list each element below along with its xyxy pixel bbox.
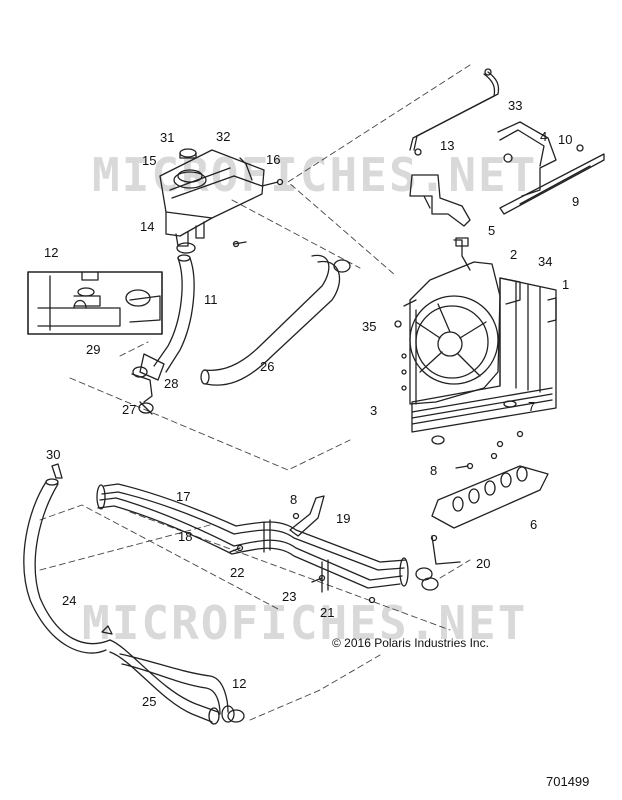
- part-8-bolt-upper: [455, 462, 474, 470]
- part-7-grommet: [503, 400, 517, 408]
- callout-2: 2: [510, 247, 518, 262]
- callout-19: 19: [336, 511, 351, 526]
- callout-13: 13: [440, 138, 455, 153]
- callout-23: 23: [282, 589, 297, 604]
- callout-27: 27: [122, 402, 137, 417]
- callout-29: 29: [86, 342, 101, 357]
- callout-21: 21: [320, 605, 335, 620]
- callout-30: 30: [46, 447, 61, 462]
- part-22-bolt: [229, 544, 244, 553]
- part-2-fan-assembly: [401, 237, 501, 405]
- callout-34: 34: [538, 254, 553, 269]
- part-11-hose: [153, 254, 195, 373]
- part-27-clamp: [138, 401, 154, 415]
- part-25-hose: [109, 639, 235, 725]
- part-34-mount: [499, 277, 521, 305]
- part-35-bolt: [394, 320, 402, 328]
- callout-15: 15: [142, 153, 157, 168]
- callout-31: 31: [160, 130, 175, 145]
- callout-26: 26: [260, 359, 275, 374]
- callout-18: 18: [178, 529, 193, 544]
- callout-4: 4: [540, 129, 548, 144]
- callout-28: 28: [164, 376, 179, 391]
- hose-clamp: [176, 242, 196, 254]
- part-10-bolt: [576, 144, 584, 152]
- callout-32: 32: [216, 129, 231, 144]
- callout-8-upper: 8: [290, 492, 298, 507]
- callout-9: 9: [572, 194, 580, 209]
- part-4-bracket: [497, 121, 557, 197]
- copyright-notice: © 2016 Polaris Industries Inc.: [332, 636, 489, 650]
- callout-14: 14: [140, 219, 155, 234]
- callout-17: 17: [176, 489, 191, 504]
- part-16-bolt: [261, 178, 284, 187]
- document-number: 701499: [546, 774, 590, 789]
- callout-12-lower: 12: [232, 676, 247, 691]
- callout-8-lower: 8: [430, 463, 438, 478]
- callout-6: 6: [530, 517, 538, 532]
- callout-7: 7: [528, 399, 536, 414]
- part-9-panel: [499, 153, 605, 215]
- part-24-hose: [23, 478, 111, 654]
- callout-11: 11: [204, 292, 218, 307]
- part-1-radiator: [411, 277, 557, 445]
- callout-25: 25: [142, 694, 157, 709]
- part-19-bracket: [289, 495, 325, 537]
- callout-35: 35: [362, 319, 377, 334]
- part-14-coolant-reservoir: [159, 149, 265, 247]
- callout-33: 33: [508, 98, 523, 113]
- callout-1: 1: [562, 277, 570, 292]
- watermark-bottom: MICROFICHES.NET: [82, 596, 528, 650]
- dashed-guide-lines: [39, 64, 471, 721]
- part-28-tee-fitting: [131, 353, 165, 403]
- inset-detail-29: [27, 271, 163, 335]
- part-23-bolt: [311, 574, 326, 583]
- part-5-bracket: [409, 174, 471, 227]
- part-26-hose: [200, 254, 351, 386]
- part-20-bracket: [430, 534, 461, 565]
- callout-3: 3: [370, 403, 378, 418]
- pipe-clamp-b: [421, 577, 439, 591]
- callout-5: 5: [488, 223, 496, 238]
- part-6-plate: [431, 465, 549, 529]
- callout-10: 10: [558, 132, 573, 147]
- callout-16: 16: [266, 152, 281, 167]
- part-31-cap: [179, 148, 197, 159]
- callout-20: 20: [476, 556, 491, 571]
- callout-12-inset: 12: [44, 245, 59, 260]
- callout-24: 24: [62, 593, 77, 608]
- part-30-fitting: [51, 463, 63, 479]
- part-12-clamp-lower: [227, 709, 245, 723]
- part-33-bleed-line: [409, 68, 500, 156]
- part-17-18-coolant-pipes: [96, 483, 409, 593]
- callout-22: 22: [230, 565, 245, 580]
- watermark-top: MICROFICHES.NET: [92, 148, 538, 202]
